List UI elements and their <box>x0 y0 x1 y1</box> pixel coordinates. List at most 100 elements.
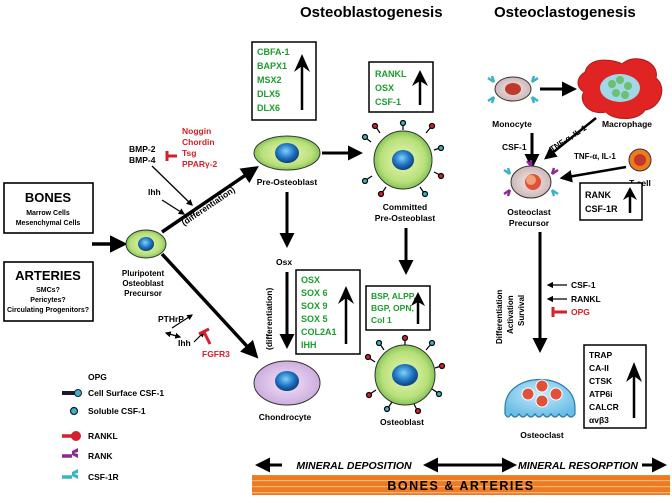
gene-sox6: SOX 6 <box>301 288 328 298</box>
gene-col1: Col 1 <box>371 315 392 325</box>
gene-calcr: CALCR <box>589 402 619 412</box>
osteoblast-cell <box>364 334 446 415</box>
rankl-icon <box>62 431 81 441</box>
arrow-to-pre-osteoblast <box>161 166 259 234</box>
legend-rank: RANK <box>88 451 113 461</box>
arrow-pthrp <box>171 314 194 329</box>
gene-box-committed <box>368 61 434 113</box>
osteoclast-precursor-label-2: Precursor <box>509 218 550 228</box>
pre-osteoblast-label: Pre-Osteoblast <box>257 177 318 187</box>
gene-rank: RANK <box>585 190 611 200</box>
ihh-top-label: Ihh <box>148 187 161 197</box>
arteries-title: ARTERIES <box>15 268 81 283</box>
gene-col2a1: COL2A1 <box>301 327 337 337</box>
gene-box-osteoblast <box>365 285 431 331</box>
legend-csf1r: CSF-1R <box>88 472 119 482</box>
osteoclast-label: Osteoclast <box>520 430 564 440</box>
chondrocyte-label: Chondrocyte <box>259 412 312 422</box>
fgfr3-label: FGFR3 <box>202 349 230 359</box>
mineral-deposition-label: MINERAL DEPOSITION <box>296 460 412 472</box>
gene-sox9: SOX 9 <box>301 301 328 311</box>
gene-box-precursor <box>579 182 643 221</box>
inhibitor-t-bar-fgfr3 <box>198 327 212 345</box>
gene-bgp-opn: BGP, OPN, <box>371 303 414 313</box>
cell-surface-csf1-icon <box>62 389 82 397</box>
monocyte-label: Monocyte <box>492 119 532 129</box>
gene-atp6i: ATP6i <box>589 389 612 399</box>
monocyte-cell <box>487 75 539 104</box>
legend-soluble-csf1: Soluble CSF-1 <box>88 406 146 416</box>
mineral-resorption-label: MINERAL RESORPTION <box>518 460 638 472</box>
gene-trap: TRAP <box>589 350 612 360</box>
pluripotent-label-3: Precursor <box>124 289 162 298</box>
bones-mesenchymal-cells: Mesenchymal Cells <box>16 220 81 227</box>
gene-ctsk: CTSK <box>589 376 613 386</box>
process-inhibitor-opg: OPG <box>571 307 590 317</box>
gene-osx: OSX <box>375 83 394 93</box>
arteries-box <box>3 261 94 322</box>
arteries-progenitors: Circulating Progenitors? <box>7 307 89 314</box>
bones-arteries-label: BONES & ARTERIES <box>387 479 534 493</box>
upregulation-arrow-6 <box>626 362 642 418</box>
gene-csf1: CSF-1 <box>375 97 401 107</box>
osteoblast-label: Osteoblast <box>380 417 424 427</box>
osx-label: Osx <box>276 257 292 267</box>
opg-icon <box>73 371 78 381</box>
macrophage-label: Macrophage <box>602 119 652 129</box>
arrow-to-chondrocyte <box>160 252 259 359</box>
gene-box-osteoclast <box>583 344 647 429</box>
legend-cell-surface-csf1: Cell Surface CSF-1 <box>88 388 164 398</box>
process-survival: Survival <box>517 295 526 326</box>
differentiation-label-bottom: (differentiation) <box>264 288 274 350</box>
gene-bsp-alpp: BSP, ALPP, <box>371 291 416 301</box>
gene-chondro-osx: OSX <box>301 275 320 285</box>
committed-pre-osteoblast-cell <box>361 119 445 198</box>
upregulation-arrow-1 <box>294 54 310 110</box>
committed-label-1: Committed <box>383 202 427 212</box>
arrow-macrophage-to-precursor <box>544 117 597 160</box>
gene-ihh: IHH <box>301 340 317 350</box>
soluble-csf1-icon <box>69 406 79 416</box>
pluripotent-label-1: Pluripotent <box>122 269 165 278</box>
legend-rankl: RANKL <box>88 431 118 441</box>
inhibitor-ppar: PPARγ-2 <box>182 159 218 169</box>
committed-label-2: Pre-Osteoblast <box>375 213 436 223</box>
title-osteoclastogenesis: Osteoclastogenesis <box>494 4 636 21</box>
process-signal-rankl: RANKL <box>571 294 601 304</box>
gene-avb3: αvβ3 <box>589 415 609 425</box>
pre-osteoblast-cell <box>253 135 321 171</box>
legend: OPG Cell Surface CSF-1 Soluble CSF-1 RAN… <box>62 371 164 482</box>
gene-csf1r: CSF-1R <box>585 204 618 214</box>
bones-box <box>3 182 94 234</box>
osteoclast-precursor-cell <box>503 160 559 199</box>
inhibitor-tsg: Tsg <box>182 148 196 158</box>
gene-msx2: MSX2 <box>257 75 282 85</box>
pluripotent-label-2: Osteoblast <box>122 279 164 288</box>
upregulation-arrow-2 <box>412 70 428 105</box>
upregulation-arrow-4 <box>411 292 425 324</box>
inhibitor-noggin: Noggin <box>182 126 211 136</box>
inhibitor-chordin: Chordin <box>182 137 215 147</box>
pthrp-label: PTHrP <box>158 314 184 324</box>
bones-title: BONES <box>25 190 72 205</box>
arteries-pericytes: Pericytes? <box>30 297 65 304</box>
gene-ca2: CA-II <box>589 363 609 373</box>
gene-bapx1: BAPX1 <box>257 61 287 71</box>
process-signal-csf1: CSF-1 <box>571 280 596 290</box>
ihh-bottom-label: Ihh <box>178 338 191 348</box>
gene-box-pre-osteoblast <box>251 41 317 121</box>
bones-marrow-cells: Marrow Cells <box>26 210 70 217</box>
t-cell <box>628 148 652 172</box>
process-activation: Activation <box>506 295 515 334</box>
process-differentiation: Differentiation <box>495 290 504 344</box>
macrophage-cell <box>577 58 663 119</box>
arrow-ihh-top <box>161 199 186 215</box>
chondrocyte-cell <box>253 360 321 406</box>
rank-icon <box>62 448 78 458</box>
bmp2-label: BMP-2 <box>129 144 156 154</box>
pluripotent-cell <box>125 229 167 259</box>
legend-opg: OPG <box>88 372 107 382</box>
csf1r-icon <box>62 469 78 479</box>
